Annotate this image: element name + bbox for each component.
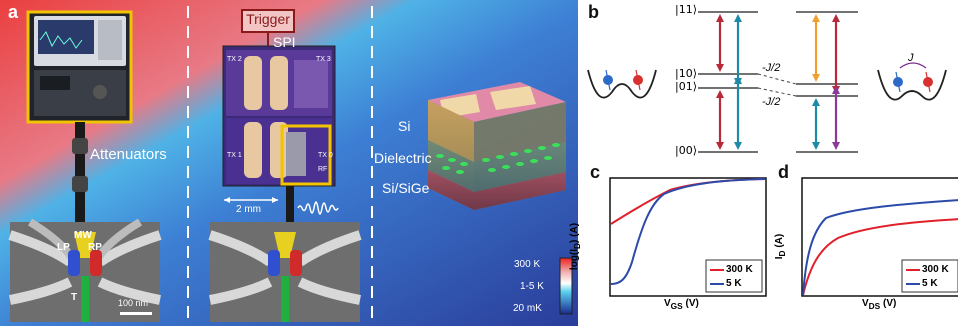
scale-2mm-label: 2 mm [236,204,261,215]
chip-image [222,45,336,187]
instrument-rack [26,10,133,124]
chip-label-tx0: TX 0 [318,152,333,159]
panel-d-chart [801,177,958,297]
level-label-11: |11⟩ [675,3,697,16]
ylabel-c: log(ID) (A) [569,222,583,271]
panel-b-energy-diagram [587,11,947,153]
legend-c [705,259,763,293]
xlabel-c: VGS (V) [664,298,699,311]
level-label-10: |10⟩ [675,67,697,80]
legend-d-5k: 5 K [922,278,938,289]
curve-d-300k [802,218,958,296]
coupling-label-upper: -J/2 [762,62,781,74]
panel-letter-a: a [8,2,19,22]
curve-d-5k [802,199,958,296]
panel-letter-d: d [778,162,789,182]
double-well-left [587,69,657,99]
chip-label-tx2: TX 2 [227,56,242,63]
panel-c-chart [609,177,767,297]
sem-image-2 [208,222,362,322]
gate-label-mw: MW [74,230,92,241]
attenuators-label: Attenuators [90,146,167,163]
colorbar [559,257,573,315]
level-label-00: |00⟩ [675,144,697,157]
layer-stack [428,82,566,210]
curve-c-5k [610,178,766,285]
layer-si-label: Si [398,118,411,134]
gate-label-rp: RP [88,242,102,253]
layer-sige-label: Si/SiGe [382,180,430,196]
double-well-right [877,69,947,101]
xlabel-d: VDS (V) [862,298,897,311]
legend-c-5k: 5 K [726,278,742,289]
legend-d-300k: 300 K [922,264,949,275]
microwave-pulse [297,201,339,215]
legend-c-300k: 300 K [726,264,753,275]
gate-label-lp: LP [57,242,70,253]
panel-a [0,0,578,326]
colorbar-mid-label: 1-5 K [520,281,544,292]
chip-label-tx1: TX 1 [227,152,242,159]
layer-dielectric-label: Dielectric [374,150,432,166]
legend-d [901,259,958,293]
gate-label-t: T [71,292,78,303]
ylabel-d: ID (A) [774,233,788,260]
coupling-label-lower: -J/2 [762,96,781,108]
panel-letter-b: b [588,2,599,22]
coupling-label-j: J [908,52,914,64]
trigger-label: Trigger [246,11,290,27]
scale-100nm-label: 100 nm [118,298,149,308]
sem-image-1 [8,218,162,322]
panel-letter-c: c [590,162,601,182]
chip-label-rf: RF [318,166,328,173]
colorbar-top-label: 300 K [514,259,541,270]
colorbar-bottom-label: 20 mK [513,303,542,314]
spi-label: SPI [273,34,296,50]
chip-label-tx3: TX 3 [316,56,331,63]
level-label-01: |01⟩ [675,80,697,93]
